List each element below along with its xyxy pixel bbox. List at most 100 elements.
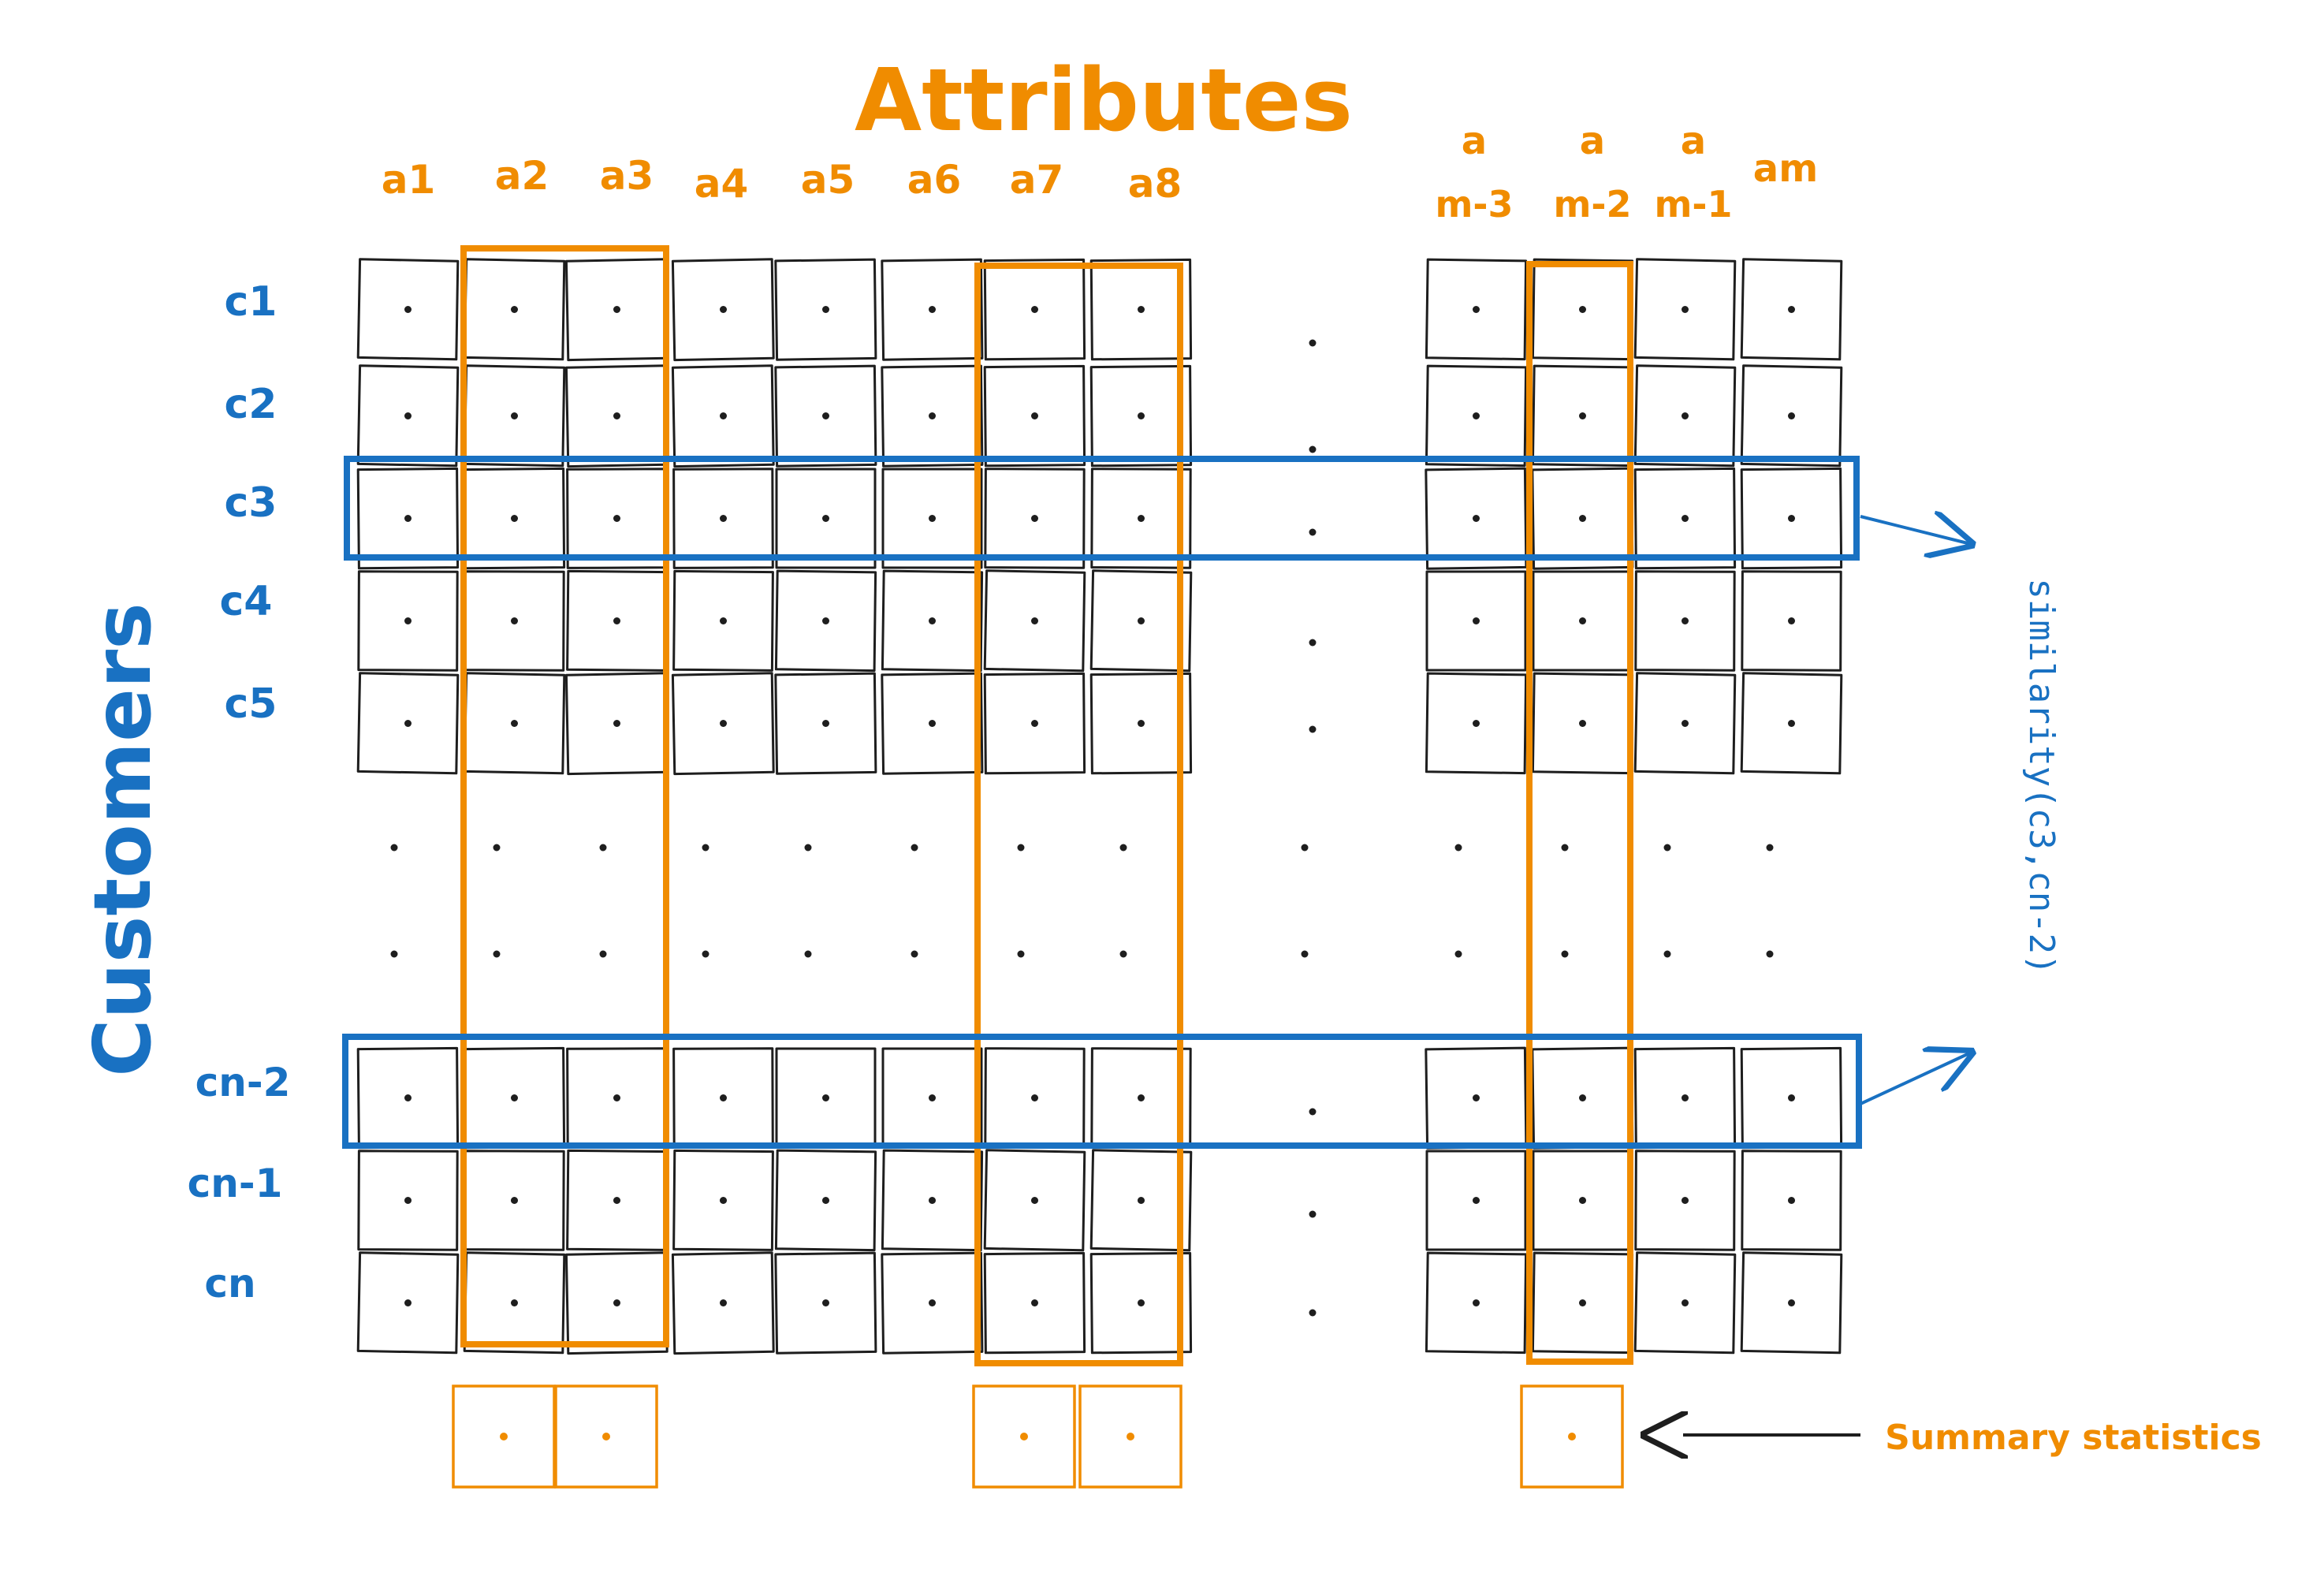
cell-value-dot: [1473, 1094, 1480, 1101]
grid-cell: [983, 1251, 1086, 1355]
cell-value-dot: [1473, 720, 1480, 727]
grid-cell: [1741, 570, 1842, 672]
grid-cell: [881, 672, 984, 775]
cell-value-dot: [1473, 1197, 1480, 1204]
grid-cell: [1425, 258, 1528, 361]
cell-value-dot: [613, 1197, 620, 1204]
cell-value-dot: [404, 1299, 412, 1306]
cell-border: [1089, 1149, 1193, 1252]
grid-cell: [1531, 1251, 1634, 1355]
cell-value-dot: [720, 1299, 727, 1306]
grid-cell: [774, 672, 877, 775]
row-label: c1: [224, 278, 277, 326]
attribute-highlight-box: [974, 263, 1183, 1366]
cell-value-dot: [1788, 720, 1795, 727]
cell-value-dot: [1138, 412, 1145, 419]
cell-value-dot: [1579, 306, 1586, 313]
grid-cell: [463, 364, 566, 468]
cell-value-dot: [511, 1094, 518, 1101]
grid-cell: [564, 258, 669, 362]
grid-cell: [1740, 1251, 1843, 1355]
cell-value-dot: [1473, 306, 1480, 313]
cell-value-dot: [1473, 1299, 1480, 1306]
grid-cell: [1090, 1047, 1192, 1149]
summary-cell-border: [452, 1385, 556, 1489]
ellipsis-dot: [1561, 950, 1569, 958]
customer-highlight-box: [344, 456, 1860, 561]
ellipsis-dot: [1561, 844, 1569, 852]
row-label: cn-1: [188, 1161, 283, 1206]
cell-border: [774, 258, 877, 361]
cell-value-dot: [511, 412, 518, 419]
cell-value-dot: [822, 412, 829, 419]
cell-value-dot: [1579, 1299, 1586, 1306]
cell-value-dot: [1682, 306, 1689, 313]
cell-border: [1741, 1150, 1842, 1251]
cell-value-dot: [929, 1299, 936, 1306]
cell-value-dot: [1031, 515, 1038, 522]
grid-cell: [1633, 1046, 1737, 1150]
grid-cell: [774, 1251, 877, 1355]
summary-statistics-label: Summary statistics: [1885, 1418, 2262, 1458]
ellipsis-dot: [1309, 528, 1317, 536]
grid-cell: [983, 1149, 1086, 1252]
cell-value-dot: [1031, 720, 1038, 727]
grid-cell: [564, 1251, 669, 1355]
row-label: c2: [224, 381, 277, 428]
summary-cell-border: [1520, 1385, 1624, 1489]
cell-value-dot: [1788, 1197, 1795, 1204]
cell-border: [1741, 570, 1842, 672]
ellipsis-dot: [1309, 1210, 1317, 1218]
cell-value-dot: [822, 1094, 829, 1101]
cell-border: [1089, 258, 1193, 361]
grid-cell: [671, 1251, 775, 1355]
cell-border: [672, 569, 774, 672]
column-label-bottom: m-2: [1553, 183, 1631, 225]
grid-cell: [463, 1046, 566, 1150]
ellipsis-dot: [1766, 844, 1774, 852]
cell-border: [1425, 467, 1528, 570]
cell-value-dot: [1682, 720, 1689, 727]
cell-border: [1089, 569, 1193, 673]
cell-value-dot: [1031, 1094, 1038, 1101]
cell-border: [672, 1149, 774, 1251]
ellipsis-dot: [804, 844, 812, 852]
cell-border: [356, 364, 460, 468]
cell-border: [983, 1251, 1086, 1355]
row-label: c4: [219, 578, 272, 625]
cell-border: [881, 672, 984, 775]
ellipsis-dot: [1301, 950, 1309, 958]
cell-border: [1633, 258, 1737, 361]
cell-border: [1425, 570, 1527, 672]
row-label: c3: [224, 479, 277, 527]
grid-cell: [672, 468, 774, 569]
grid-cell: [1089, 569, 1193, 673]
cell-border: [774, 672, 877, 775]
column-label: a7: [1010, 157, 1064, 203]
summary-cell: [1520, 1385, 1624, 1489]
cell-value-dot: [720, 1197, 727, 1204]
cell-border: [774, 1149, 877, 1252]
grid-cell: [1425, 364, 1528, 468]
cell-border: [1633, 364, 1737, 468]
cell-border: [881, 1251, 984, 1355]
grid-cell: [463, 672, 566, 775]
customers-title: Customers: [76, 602, 169, 1076]
cell-value-dot: [720, 412, 727, 419]
grid-cell: [1425, 467, 1528, 570]
ellipsis-dot: [493, 844, 501, 852]
grid-cell: [983, 258, 1086, 361]
column-label: a2: [495, 153, 549, 199]
cell-border: [881, 569, 984, 673]
grid-cell: [1531, 1046, 1634, 1150]
cell-value-dot: [929, 412, 936, 419]
grid-cell: [1531, 672, 1634, 775]
cell-border: [356, 467, 460, 570]
summary-cell-dot: [602, 1433, 610, 1440]
cell-value-dot: [1138, 1094, 1145, 1101]
cell-value-dot: [613, 617, 620, 624]
grid-cell: [1531, 364, 1634, 468]
cell-value-dot: [613, 412, 620, 419]
grid-cell: [1425, 672, 1528, 775]
